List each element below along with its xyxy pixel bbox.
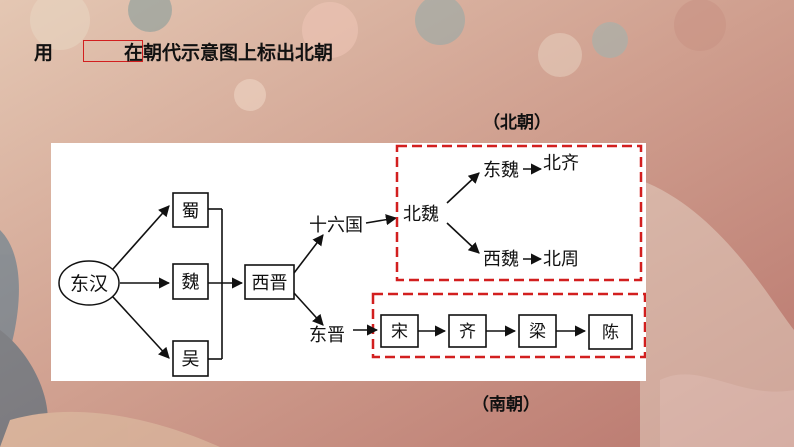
shiliuguo-label: 十六国 bbox=[309, 215, 363, 236]
bei-wei-label: 北魏 bbox=[403, 204, 439, 225]
wu-label: 吴 bbox=[182, 349, 200, 370]
shu-label: 蜀 bbox=[182, 201, 200, 222]
instruction-text: 在朝代示意图上标出北朝 bbox=[124, 42, 334, 64]
chen-label: 陈 bbox=[602, 323, 619, 343]
arrow-to-dong-jin bbox=[293, 292, 324, 326]
qi-label: 齐 bbox=[459, 322, 476, 342]
xi-jin-node bbox=[244, 264, 295, 300]
dong-han-label: 东汉 bbox=[70, 273, 108, 295]
xi-wei-label: 西魏 bbox=[483, 249, 519, 270]
liang-label: 梁 bbox=[529, 322, 546, 342]
song-node bbox=[380, 314, 419, 348]
arrow-to-bei-wei bbox=[365, 214, 398, 226]
north-dynasties-label: （北朝） bbox=[483, 113, 551, 133]
bei-zhou-label: 北周 bbox=[543, 249, 579, 270]
dong-jin-label: 东晋 bbox=[309, 325, 345, 346]
dong-han-node bbox=[58, 260, 120, 306]
north-dynasties-highlight bbox=[395, 144, 643, 282]
bei-qi-label: 北齐 bbox=[543, 153, 579, 174]
shu-node bbox=[172, 192, 209, 228]
arrow-to-shu bbox=[112, 205, 170, 270]
arrow-to-shiliuguo bbox=[293, 234, 324, 274]
south-dynasties-label: （南朝） bbox=[472, 395, 540, 415]
xi-jin-label: 西晋 bbox=[252, 273, 288, 294]
chen-node bbox=[588, 314, 633, 350]
legend-red-box bbox=[83, 40, 143, 62]
instruction-prefix: 用 bbox=[34, 42, 54, 64]
arrow-to-wu bbox=[112, 296, 170, 359]
wei-label: 魏 bbox=[182, 272, 200, 293]
song-label: 宋 bbox=[391, 322, 408, 342]
dynasty-diagram: 东汉 蜀 魏 吴 西晋 十六国 东晋 北魏 东魏 北齐 西魏 北周 宋 齐 梁 … bbox=[51, 143, 646, 381]
dong-wei-label: 东魏 bbox=[483, 160, 519, 181]
qi-node bbox=[448, 314, 487, 348]
arrow-to-dong-wei bbox=[446, 172, 480, 204]
wei-node bbox=[172, 263, 209, 300]
arrow-to-xi-wei bbox=[446, 222, 480, 254]
